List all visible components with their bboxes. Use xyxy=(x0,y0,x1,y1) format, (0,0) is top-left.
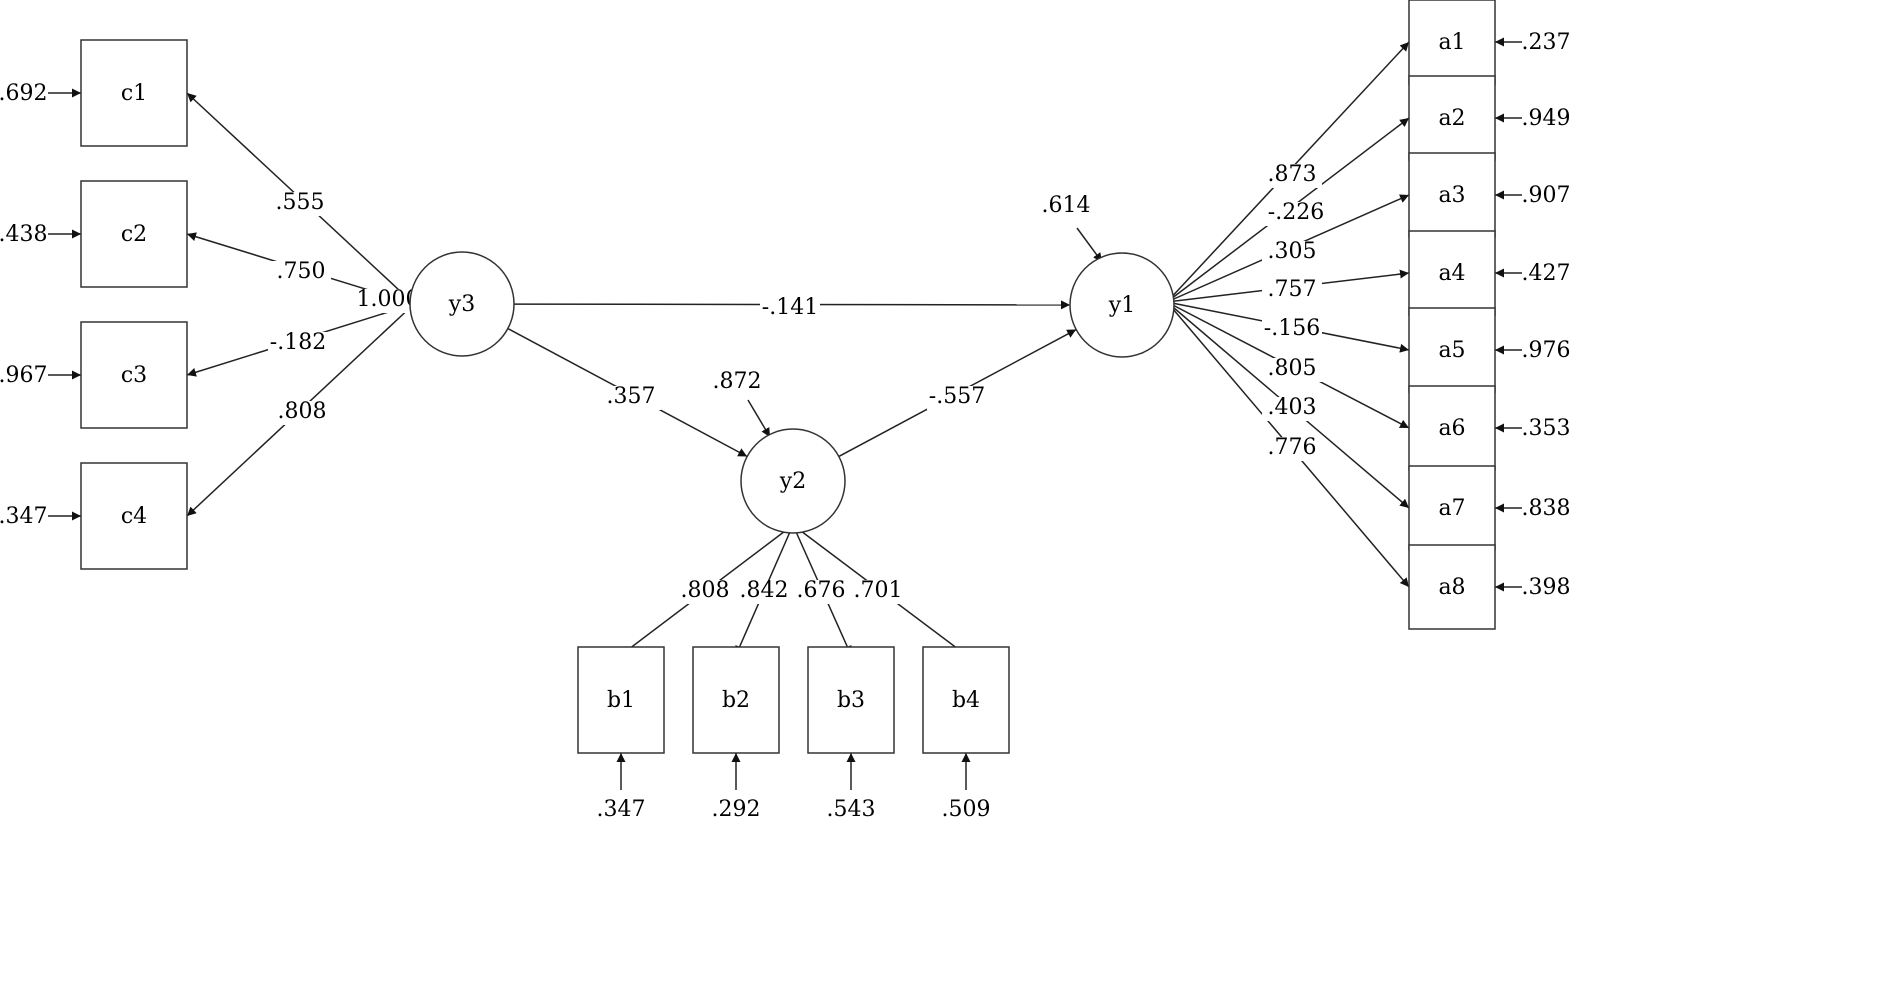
loading-b2: .842 xyxy=(740,578,789,603)
loading-c1: .555 xyxy=(276,190,325,215)
loading-a7-bg xyxy=(1262,397,1322,421)
error-a1: .237 xyxy=(1522,30,1571,55)
error-c2: .438 xyxy=(0,222,47,247)
indicator-c3-box xyxy=(80,321,188,429)
indicator-c2-box xyxy=(80,180,188,288)
loading-c1-bg xyxy=(270,192,330,216)
loading-b4: .701 xyxy=(854,578,903,603)
indicator-a8-box xyxy=(1408,544,1496,630)
latent-y2-label: y2 xyxy=(779,469,806,494)
loading-c4: .808 xyxy=(278,399,327,424)
error-b2: .292 xyxy=(712,797,761,822)
error-a5: .976 xyxy=(1522,338,1571,363)
loading-b1-bg xyxy=(675,580,735,604)
latent-y1-circle xyxy=(1069,252,1175,358)
indicator-b3-box xyxy=(807,646,895,754)
loading-a3: .305 xyxy=(1268,239,1317,264)
latent-y2-circle xyxy=(740,428,846,534)
loading-b3-bg xyxy=(791,580,851,604)
loading-a4-bg xyxy=(1262,279,1322,303)
indicator-a2-label: a2 xyxy=(1438,106,1465,131)
indicator-b4-label: b4 xyxy=(952,688,980,713)
indicator-a6-label: a6 xyxy=(1438,416,1465,441)
loading-a1-bg xyxy=(1262,164,1322,188)
error-c1: .692 xyxy=(0,81,47,106)
indicator-c1-label: c1 xyxy=(121,81,147,106)
indicator-a4-label: a4 xyxy=(1438,261,1465,286)
loading-a6-bg xyxy=(1262,358,1322,382)
loading-a3-bg xyxy=(1262,241,1322,265)
latent-y3-label: y3 xyxy=(448,292,475,317)
loading-b3: .676 xyxy=(797,578,846,603)
loading-a7: .403 xyxy=(1268,395,1317,420)
fixed-loading-y3-bg xyxy=(358,289,418,313)
error-a4: .427 xyxy=(1522,261,1571,286)
indicator-b1-label: b1 xyxy=(607,688,635,713)
error-c4: .347 xyxy=(0,504,47,529)
indicator-a1-box xyxy=(1408,0,1496,85)
indicator-c1-box xyxy=(80,39,188,147)
coef-y3-y1-bg xyxy=(760,297,820,321)
residual-arrow-y2 xyxy=(747,399,771,438)
loading-b4-bg xyxy=(848,580,908,604)
loading-a1: .873 xyxy=(1268,162,1317,187)
indicator-c3-label: c3 xyxy=(121,363,147,388)
error-b3: .543 xyxy=(827,797,876,822)
loading-a6: .805 xyxy=(1268,356,1317,381)
latent-y1-label: y1 xyxy=(1108,293,1135,318)
indicator-c2-label: c2 xyxy=(121,222,147,247)
fixed-loading-y3: 1.000 xyxy=(357,287,420,312)
loading-b1: .808 xyxy=(681,578,730,603)
coef-y2-y1: -.557 xyxy=(929,384,985,409)
coef-y3-y2-bg xyxy=(601,386,661,410)
loading-a4: .757 xyxy=(1268,277,1317,302)
loading-a5: -.156 xyxy=(1264,316,1320,341)
indicator-a5-box xyxy=(1408,307,1496,393)
indicator-a5-label: a5 xyxy=(1438,338,1465,363)
indicator-a3-label: a3 xyxy=(1438,183,1465,208)
loading-c2: .750 xyxy=(277,259,326,284)
latent-y3-circle xyxy=(409,251,515,357)
loading-c4-bg xyxy=(272,401,332,425)
coef-y3-y1: -.141 xyxy=(762,295,818,320)
error-a6: .353 xyxy=(1522,416,1571,441)
error-c3: .967 xyxy=(0,363,47,388)
error-a7: .838 xyxy=(1522,496,1571,521)
loading-b2-bg xyxy=(734,580,794,604)
error-a2: .949 xyxy=(1522,106,1571,131)
indicator-a6-box xyxy=(1408,385,1496,471)
loading-a8-bg xyxy=(1262,437,1322,461)
indicator-a8-label: a8 xyxy=(1438,575,1465,600)
indicator-a7-label: a7 xyxy=(1438,496,1465,521)
error-a3: .907 xyxy=(1522,183,1571,208)
coef-y2-y1-bg xyxy=(927,386,987,410)
error-b1: .347 xyxy=(597,797,646,822)
loading-c2-bg xyxy=(271,261,331,285)
indicator-a2-box xyxy=(1408,75,1496,161)
residual-arrow-y1 xyxy=(1076,227,1103,263)
residual-y1: .614 xyxy=(1042,193,1091,218)
error-a8: .398 xyxy=(1522,575,1571,600)
loading-c3: -.182 xyxy=(270,330,326,355)
indicator-c4-box xyxy=(80,462,188,570)
labels-layer: -.141 .357 -.557 .614 .872 .555 .692 .750 .438 -.… xyxy=(0,30,1570,822)
coef-y3-y2: .357 xyxy=(607,384,656,409)
nodes-layer: y3 y2 y1 c1 c2 c3 c4 b1 b2 b3 b4 a1 a2 a3 a4 a5 a6 a7 a8 xyxy=(80,0,1496,754)
loading-a2-bg xyxy=(1266,202,1326,226)
loading-a2: -.226 xyxy=(1268,200,1324,225)
residual-y2: .872 xyxy=(713,369,762,394)
indicator-b2-box xyxy=(692,646,780,754)
indicator-c4-label: c4 xyxy=(121,504,147,529)
loading-a5-bg xyxy=(1262,318,1322,342)
loading-a8: .776 xyxy=(1268,435,1317,460)
indicator-b3-label: b3 xyxy=(837,688,865,713)
error-b4: .509 xyxy=(942,797,991,822)
indicator-b4-box xyxy=(922,646,1010,754)
indicator-b2-label: b2 xyxy=(722,688,750,713)
loading-c3-bg xyxy=(268,332,328,356)
indicator-b1-box xyxy=(577,646,665,754)
indicator-a1-label: a1 xyxy=(1438,30,1465,55)
